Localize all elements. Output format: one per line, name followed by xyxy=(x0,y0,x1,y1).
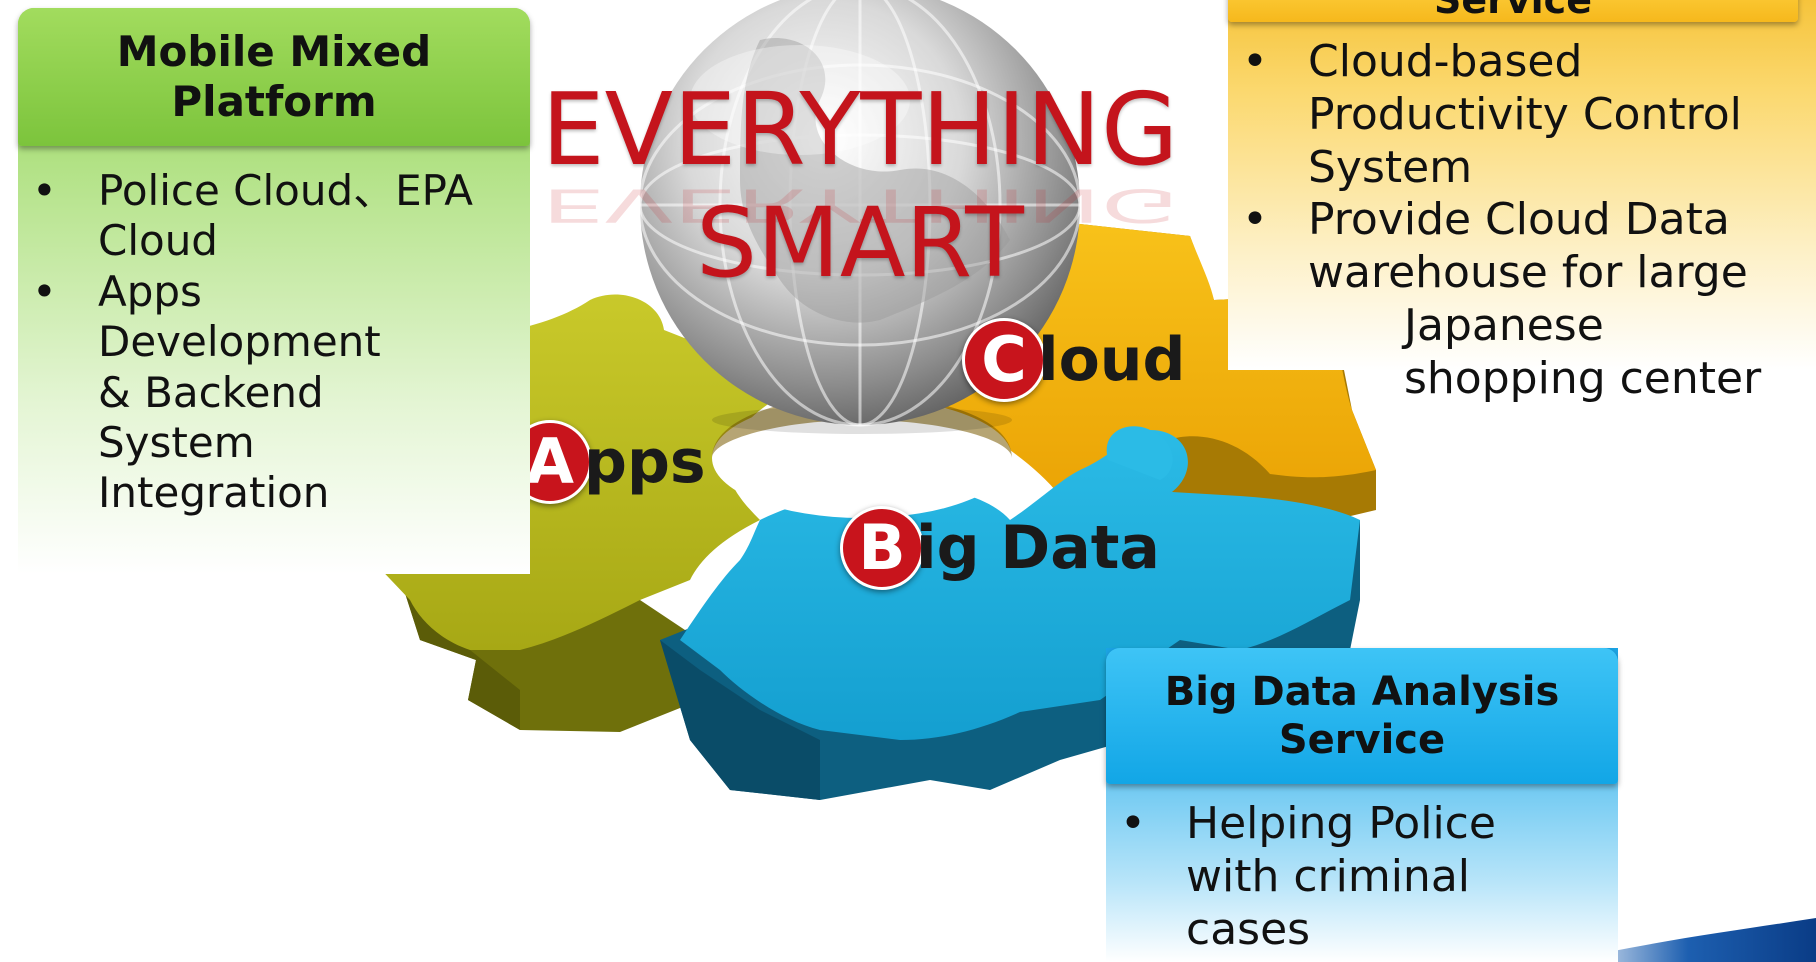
bullet-cloud-data-warehouse: Provide Cloud Data warehouse for large xyxy=(1228,194,1816,300)
bullet-line: Development xyxy=(98,317,381,367)
bullet-line: shopping center xyxy=(1404,352,1762,404)
apps-label: A pps xyxy=(508,420,706,504)
bigdata-label: B ig Data xyxy=(840,506,1160,590)
cloud-label-text: loud xyxy=(1038,325,1186,395)
bullet-line: with criminal xyxy=(1186,850,1471,902)
bullet-line: Provide Cloud Data xyxy=(1308,194,1730,246)
bullet-line: cases xyxy=(1186,903,1311,955)
bullet-helping-police: Helping Police with criminal cases xyxy=(1106,798,1618,956)
bullet-apps-development: Apps Development & Backend System Integr… xyxy=(18,267,530,519)
bullet-line: Cloud-based xyxy=(1308,36,1583,87)
cloud-service-heading: Service xyxy=(1228,0,1798,22)
mobile-heading-line1: Mobile Mixed xyxy=(116,26,432,76)
bigdata-label-text: ig Data xyxy=(916,513,1160,583)
title-smart: SMART xyxy=(696,187,1024,299)
bullet-line: System xyxy=(1308,141,1473,193)
bullet-line: Cloud xyxy=(98,216,218,266)
bullet-productivity-control: Cloud-based Productivity Control System xyxy=(1228,36,1816,194)
globe-illustration xyxy=(638,0,1082,434)
bullet-police-cloud: Police Cloud、EPA Cloud xyxy=(18,166,530,267)
bigdata-badge: B xyxy=(840,506,924,590)
mobile-mixed-platform-panel: Mobile Mixed Platform Police Cloud、EPA C… xyxy=(18,8,530,574)
bullet-line: Police Cloud、EPA xyxy=(98,166,474,215)
cloud-badge: C xyxy=(962,318,1046,402)
bullet-line: Helping Police xyxy=(1186,798,1496,849)
title-everything: EVERYTHING xyxy=(541,71,1179,188)
cloud-service-panel: Service Cloud-based Productivity Control… xyxy=(1228,0,1816,404)
bigdata-panel-heading: Big Data Analysis Service xyxy=(1106,648,1618,784)
gear-center-hole xyxy=(712,398,1012,518)
bullet-line: warehouse for large xyxy=(1308,247,1748,299)
bullet-line: Japanese xyxy=(1404,299,1604,351)
bigdata-analysis-panel: Big Data Analysis Service Helping Police… xyxy=(1106,648,1618,962)
bullet-line: System xyxy=(98,417,255,467)
bullet-line: Productivity Control xyxy=(1308,88,1742,140)
bullet-line: Integration xyxy=(98,468,330,518)
corner-accent xyxy=(1560,918,1816,962)
bigdata-heading-line2: Service xyxy=(1278,717,1446,763)
bullet-line: & Backend xyxy=(98,367,324,417)
cloud-label: C loud xyxy=(962,318,1185,402)
mobile-heading-line2: Platform xyxy=(171,77,377,126)
bullet-continuation: Japanese shopping center xyxy=(1228,300,1816,406)
bigdata-heading-line1: Big Data Analysis xyxy=(1164,669,1560,715)
cloud-service-bullet-list: Cloud-based Productivity Control System … xyxy=(1228,22,1816,406)
mobile-panel-heading: Mobile Mixed Platform xyxy=(18,8,530,146)
apps-label-text: pps xyxy=(584,427,706,497)
mobile-bullet-list: Police Cloud、EPA Cloud Apps Development … xyxy=(18,146,530,519)
bigdata-bullet-list: Helping Police with criminal cases xyxy=(1106,784,1618,956)
bullet-line: Apps xyxy=(98,266,202,316)
